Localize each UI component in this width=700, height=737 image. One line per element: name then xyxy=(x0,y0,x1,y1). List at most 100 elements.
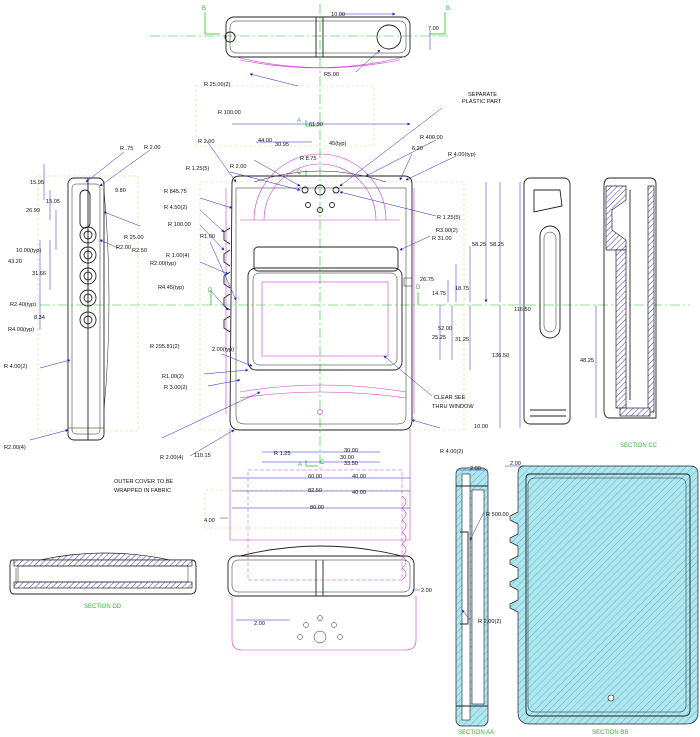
section-cc-label: SECTION CC xyxy=(620,443,658,449)
dim-10typ: 10.00(typ) xyxy=(16,248,41,254)
dim-14-75: 14.75 xyxy=(432,291,446,297)
side-view-left xyxy=(67,177,110,441)
dim-top-r100: R 100.00 xyxy=(218,110,241,116)
dim-8-34: 8.34 xyxy=(34,315,45,321)
dim-r4-2: R 4.00(2) xyxy=(440,449,463,455)
dim-43-20: 43.20 xyxy=(8,259,22,265)
notes: SEPARATE PLASTIC PART CLEAR SEE THRU WIN… xyxy=(114,92,502,494)
dim-60: 60.00 xyxy=(308,474,322,480)
dim-r3-2: R3.00(2) xyxy=(436,228,458,234)
front-view xyxy=(223,153,415,581)
dim-side-r2: R 2.00 xyxy=(144,145,160,151)
dim-side-r4typ: R4.00(typ) xyxy=(8,327,34,333)
dim-r1-4: R 1.00(4) xyxy=(166,253,189,259)
dim-58-25-b: 58.25 xyxy=(490,242,504,248)
dim-2typ: 2.00(typ) xyxy=(212,347,234,353)
dim-r2-a: R 2.00 xyxy=(198,139,214,145)
dim-6-20: 6.20 xyxy=(412,146,423,152)
dim-r1-25: R 1.25 xyxy=(274,451,290,457)
note-separate: SEPARATE xyxy=(468,92,497,98)
marker-c-top: C xyxy=(297,170,302,176)
dim-r1-25-5b: R 1.25(5) xyxy=(437,215,460,221)
dim-top-r25: R 25.00(2) xyxy=(204,82,231,88)
dim-44: 44.00 xyxy=(258,138,272,144)
marker-d-right: D xyxy=(416,285,421,291)
marker-c-bottom: C xyxy=(320,460,325,466)
dimension-lines xyxy=(29,12,597,621)
dim-r1-2: R1.00(2) xyxy=(162,374,184,380)
front-view-dimensions: 61.90 R 2.00 44.00 30.95 45(typ) R 400.0… xyxy=(150,122,594,627)
dim-61-90: 61.90 xyxy=(309,122,323,128)
dim-r2-4: R 2.00(4) xyxy=(160,455,183,461)
dim-58-25-a: 58.25 xyxy=(472,242,486,248)
dim-30-a: 30.00 xyxy=(344,448,358,454)
section-dd xyxy=(9,552,197,595)
dim-r8-75: R 8.75 xyxy=(300,156,316,162)
note-clear-see: CLEAR SEE xyxy=(434,395,466,401)
dim-48-25: 48.25 xyxy=(580,358,594,364)
note-wrapped-fabric: WRAPPED IN FABRIC xyxy=(114,488,171,494)
section-cc xyxy=(603,177,657,419)
dim-31-66: 31.66 xyxy=(32,271,46,277)
dim-r4-45typ: R4.45(typ) xyxy=(158,285,184,291)
dim-10b: 10.00 xyxy=(474,424,488,430)
dim-18-75: 18.75 xyxy=(455,286,469,292)
dim-r500: R 500.00 xyxy=(486,512,509,518)
marker-a-bottom: A xyxy=(298,462,302,468)
dim-r295-81: R 295.81(2) xyxy=(150,344,180,350)
dim-side-r4-2: R 4.00(2) xyxy=(4,364,27,370)
side-view-dimensions: R .75 R 2.00 15.95 15.05 26.99 9.80 R 25… xyxy=(4,145,160,451)
marker-a-top: A xyxy=(297,118,301,124)
dim-r845-75: R 845.75 xyxy=(164,189,187,195)
dim-side-r2-50: R2.50 xyxy=(132,248,147,254)
note-plastic-part: PLASTIC PART xyxy=(462,99,502,105)
dim-r2-c: R 2.00 xyxy=(230,164,246,170)
dim-33-50: 33.50 xyxy=(344,461,358,467)
dim-top-r5: R5.00 xyxy=(324,72,339,78)
dim-82-50: 82.50 xyxy=(308,488,322,494)
section-markers: B B A C D D A C xyxy=(202,6,450,468)
dim-top-10: 10.00 xyxy=(331,12,345,18)
section-dd-label: SECTION DD xyxy=(84,604,122,610)
dim-r2-2: R 2.00(2) xyxy=(478,619,501,625)
marker-b-top-left: B xyxy=(202,6,206,12)
note-outer-cover: OUTER COVER TO BE xyxy=(114,479,173,485)
dim-15-05: 15.05 xyxy=(46,199,60,205)
dim-15-95: 15.95 xyxy=(30,180,44,186)
dim-30-95: 30.95 xyxy=(275,142,289,148)
dim-110-15: 110.15 xyxy=(194,453,211,459)
dim-side-r2-4: R2.00(4) xyxy=(4,445,26,451)
marker-b-top-right: B xyxy=(446,6,450,12)
section-aa xyxy=(455,467,489,727)
top-view xyxy=(224,16,411,69)
note-thru-window: THRU WINDOW xyxy=(432,404,474,410)
dim-4: 4.00 xyxy=(204,518,215,524)
dim-r3-2b: R 3.00(2) xyxy=(164,385,187,391)
dim-2-a: 2.00 xyxy=(254,621,265,627)
dim-top-7: 7.00 xyxy=(428,26,439,32)
dim-116-50: 116.50 xyxy=(514,307,531,313)
section-aa-label: SECTION AA xyxy=(458,730,494,736)
dim-2-b: 2.00 xyxy=(421,588,432,594)
dim-r31: R 31.00 xyxy=(432,236,452,242)
section-bb-label: SECTION BB xyxy=(592,730,628,736)
lower-front-view xyxy=(227,545,417,651)
dim-2-d: 2.00 xyxy=(510,461,521,467)
dim-r400: R 400.00 xyxy=(420,135,443,141)
dim-26-99: 26.99 xyxy=(26,208,40,214)
dim-25-25: 25.25 xyxy=(432,335,446,341)
dim-r1-top: R1.00 xyxy=(200,234,215,240)
dim-80: 80.00 xyxy=(310,505,324,511)
dim-side-r2-b: R2.00 xyxy=(116,245,131,251)
dim-r1-25-5: R 1.25(5) xyxy=(186,166,209,172)
dim-26-75: 26.75 xyxy=(420,277,434,283)
dim-r2-40typ: R2.40(typ) xyxy=(10,302,36,308)
dim-52: 52.00 xyxy=(438,326,452,332)
dim-r2typ: R2.00(typ) xyxy=(150,261,176,267)
dim-31-25: 31.25 xyxy=(455,337,469,343)
dim-40-b: 40.00 xyxy=(352,490,366,496)
section-labels: SECTION AA SECTION BB SECTION CC SECTION… xyxy=(84,443,658,736)
dim-30-b: 30.00 xyxy=(340,455,354,461)
